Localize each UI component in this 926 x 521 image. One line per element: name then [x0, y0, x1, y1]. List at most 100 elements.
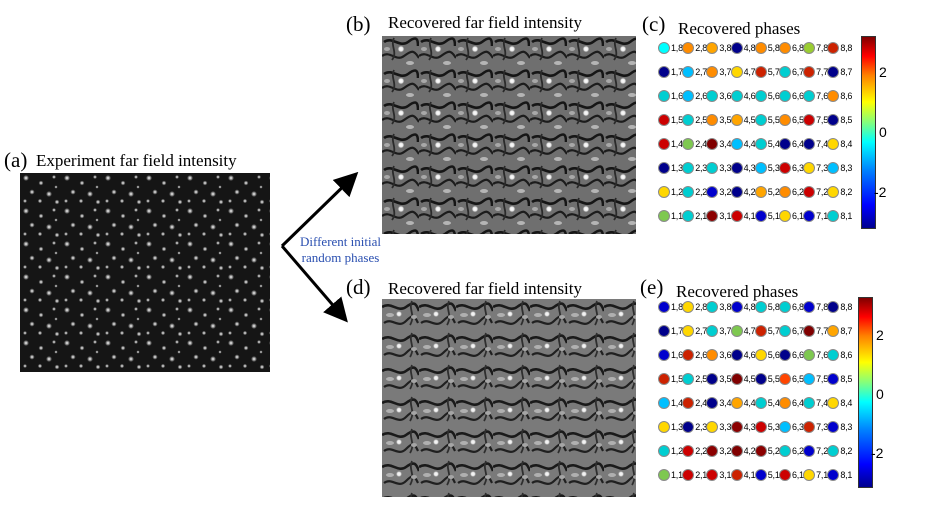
- phase-cell-label: 1,7: [671, 326, 683, 336]
- phase-dot: [754, 186, 767, 198]
- phase-cell: 7,2: [803, 180, 828, 204]
- phase-dot: [730, 421, 743, 433]
- phase-cell: 1,6: [658, 343, 683, 367]
- phase-cell: 5,2: [754, 439, 780, 463]
- phase-cell: 6,4: [778, 391, 804, 415]
- phase-cell-label: 2,3: [695, 422, 708, 432]
- phase-dot: [658, 469, 670, 481]
- phase-cell: 6,8: [778, 295, 804, 319]
- phase-dot: [803, 138, 816, 150]
- phase-cell-label: 1,8: [671, 43, 683, 53]
- phase-cell-label: 1,4: [671, 139, 683, 149]
- phase-cell-label: 5,5: [767, 374, 780, 384]
- phase-dot: [803, 42, 816, 54]
- phase-dot: [803, 349, 816, 361]
- phase-cell: 1,2: [658, 180, 683, 204]
- phase-cell: 7,8: [803, 295, 829, 319]
- phase-dot: [730, 186, 743, 198]
- phase-dot: [754, 301, 767, 313]
- phase-cell-label: 2,7: [695, 326, 708, 336]
- phase-dot: [754, 325, 767, 337]
- phase-cell-label: 2,1: [695, 470, 708, 480]
- phase-cell: 5,7: [754, 319, 780, 343]
- phase-dot: [778, 421, 791, 433]
- panel-b-title: Recovered far field intensity: [388, 13, 583, 32]
- phase-cell: 3,1: [706, 204, 731, 228]
- phase-dot: [706, 397, 719, 409]
- phase-dot: [827, 66, 840, 78]
- phase-dot: [827, 397, 840, 409]
- phase-cell: 6,7: [778, 60, 804, 84]
- phase-cell: 5,1: [754, 463, 780, 487]
- phase-cell-label: 4,5: [743, 374, 756, 384]
- phase-cell-label: 3,2: [719, 446, 732, 456]
- phase-dot: [754, 397, 767, 409]
- phase-cell: 4,6: [730, 84, 756, 108]
- phase-dot: [658, 421, 670, 433]
- phase-cell-label: 6,5: [791, 374, 804, 384]
- phase-cell-label: 4,5: [743, 115, 756, 125]
- phase-cell: 2,2: [682, 439, 707, 463]
- phase-dot: [778, 469, 791, 481]
- phase-dot: [682, 138, 695, 150]
- phase-cell: 8,5: [827, 108, 852, 132]
- phase-cell: 5,1: [754, 204, 780, 228]
- phase-dot: [706, 90, 719, 102]
- phase-dot: [827, 162, 840, 174]
- phase-cell-label: 1,3: [671, 163, 683, 173]
- phase-dot: [706, 301, 719, 313]
- phase-cell-label: 5,6: [767, 350, 780, 360]
- phase-cell: 3,7: [706, 60, 732, 84]
- phase-cell-label: 3,7: [719, 326, 732, 336]
- phase-cell-label: 7,7: [816, 326, 829, 336]
- phase-cell-label: 2,3: [695, 163, 708, 173]
- phase-dot: [706, 114, 719, 126]
- phase-dot: [778, 186, 791, 198]
- phase-cell: 8,7: [827, 60, 852, 84]
- phase-dot: [730, 90, 743, 102]
- phase-cell-label: 3,2: [719, 187, 732, 197]
- phase-cell: 6,7: [778, 319, 804, 343]
- phase-dot: [682, 66, 695, 78]
- phase-cell: 7,2: [803, 439, 829, 463]
- phase-cell-label: 5,3: [767, 422, 780, 432]
- phase-cell-label: 6,1: [791, 211, 804, 221]
- phase-dot: [803, 301, 816, 313]
- phase-cell-label: 1,1: [671, 211, 683, 221]
- phase-cell-label: 2,8: [695, 302, 708, 312]
- phase-cell-label: 7,8: [816, 302, 829, 312]
- phase-cell-label: 5,4: [767, 398, 780, 408]
- phase-cell-label: 7,2: [816, 446, 829, 456]
- phase-cell: 2,6: [682, 343, 707, 367]
- phase-dot: [827, 138, 840, 150]
- phase-cell: 2,1: [682, 463, 708, 487]
- phase-cell-label: 8,4: [840, 139, 853, 149]
- panel-d-title: Recovered far field intensity: [388, 279, 583, 298]
- phase-cell-label: 3,7: [719, 67, 732, 77]
- phase-dot: [827, 210, 840, 222]
- phase-cell: 3,2: [706, 180, 732, 204]
- phase-dot: [730, 210, 743, 222]
- phase-cell: 8,3: [827, 156, 852, 180]
- phase-dot: [754, 42, 767, 54]
- phase-dot: [730, 66, 743, 78]
- phase-cell: 3,3: [706, 156, 731, 180]
- phase-dot: [803, 469, 816, 481]
- phase-cell: 4,7: [730, 60, 756, 84]
- phase-dot: [730, 138, 743, 150]
- phase-cell: 8,6: [827, 343, 852, 367]
- phase-dot: [706, 421, 719, 433]
- phase-cell: 3,8: [706, 36, 731, 60]
- phase-cell-label: 3,5: [719, 374, 732, 384]
- phase-cell-label: 1,5: [671, 115, 683, 125]
- phase-cell-label: 4,3: [743, 163, 756, 173]
- phase-dot: [730, 373, 743, 385]
- phase-cell: 7,1: [803, 463, 828, 487]
- phase-cell: 1,4: [658, 132, 683, 156]
- phase-cell: 1,1: [658, 204, 683, 228]
- phase-cell: 5,5: [754, 367, 780, 391]
- phase-dot: [754, 162, 767, 174]
- phase-dot: [682, 114, 695, 126]
- phase-dot: [682, 397, 695, 409]
